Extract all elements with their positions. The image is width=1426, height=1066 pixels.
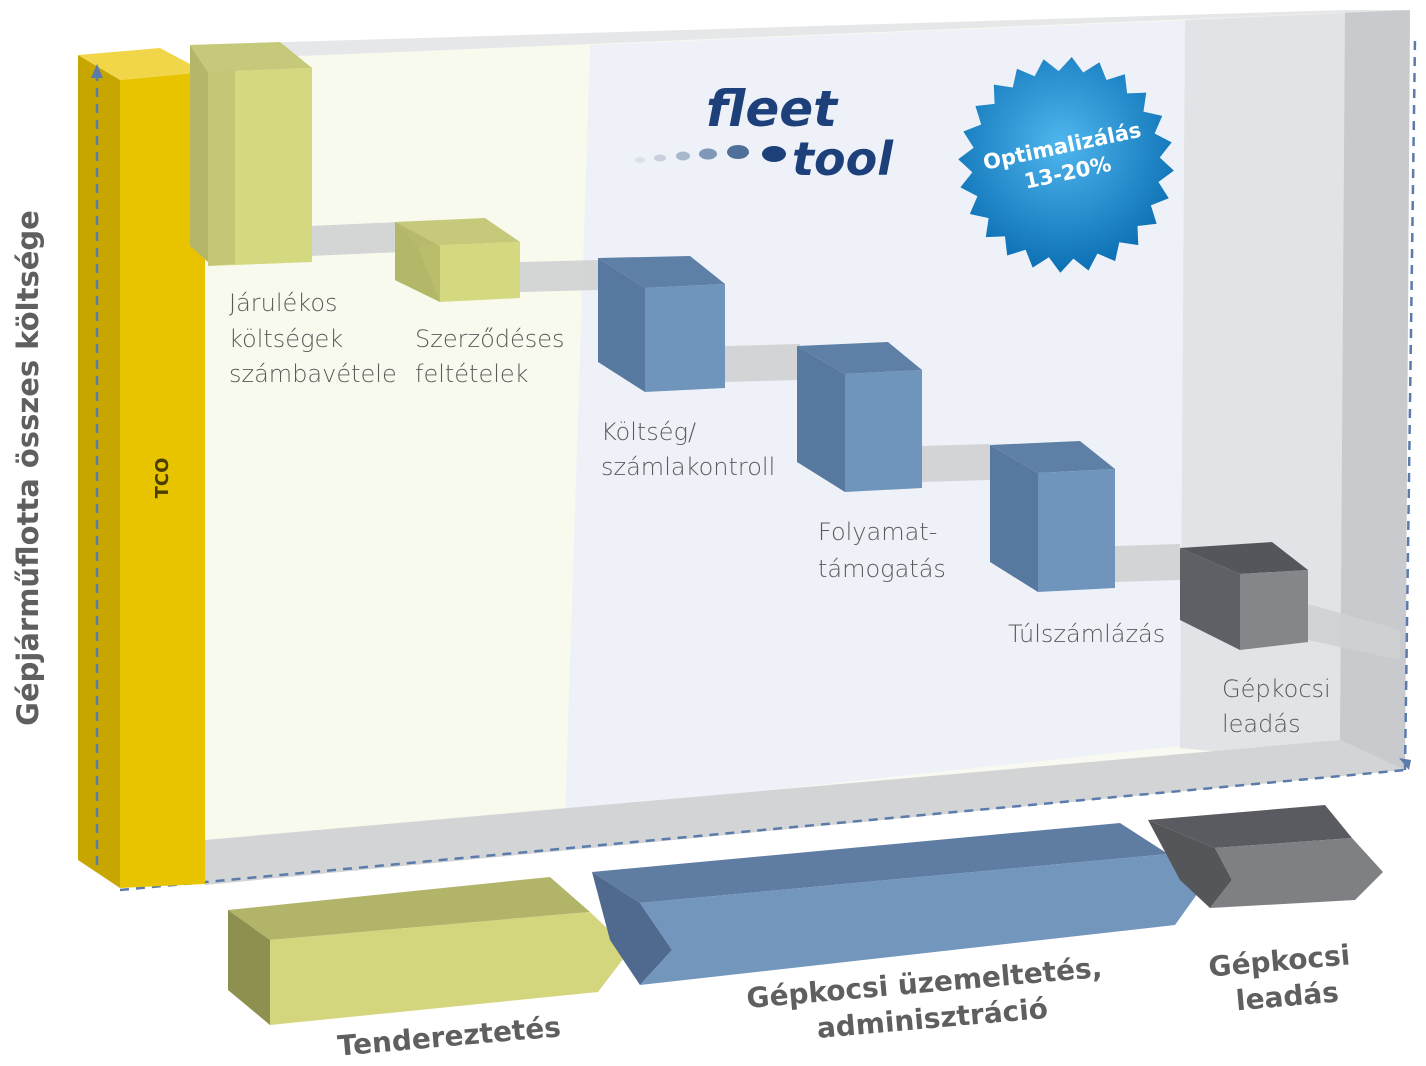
phase-arrow-operation: [592, 823, 1200, 985]
step-label-4: Folyamat- támogatás: [818, 518, 946, 583]
optimization-badge: Optimalizálás 13-20%: [958, 57, 1174, 273]
tco-bar: [78, 48, 205, 888]
step-cube-3: [598, 256, 725, 392]
phase-arrow-return: [1148, 805, 1383, 908]
frame: [119, 10, 1417, 892]
step-label-2: Szerződéses feltételek: [415, 325, 572, 388]
floor: [205, 740, 1405, 885]
tco-label: TCO: [152, 458, 173, 499]
right-wall: [1340, 10, 1410, 770]
step-label-6: Gépkocsi leadás: [1222, 675, 1338, 738]
badge-starburst: [958, 57, 1174, 273]
step-label-5: Túlszámlázás: [1008, 620, 1165, 648]
step-label-3: Költség/ számlakontroll: [601, 418, 775, 481]
y-axis-label: Gépjárműflotta összes költsége: [11, 210, 45, 726]
step-cube-5: [990, 441, 1115, 592]
step-cube-2: [395, 218, 520, 302]
step-cube-6: [1180, 542, 1308, 650]
phase-arrow-tender: [228, 877, 630, 1025]
step-cube-1: [190, 42, 312, 266]
fleettool-logo: fleet tool: [635, 80, 894, 186]
step-connectors: [310, 222, 1400, 660]
step-cube-4: [797, 342, 922, 492]
logo-top: fleet: [706, 80, 839, 138]
step-label-1: Járulékos költségek számbavétele: [229, 289, 397, 388]
logo-bottom: tool: [792, 132, 894, 186]
phase-label-tender: Tendereztetés: [336, 1010, 562, 1062]
logo-dots-icon: [635, 145, 786, 163]
phase-label-return: Gépkocsi leadás: [1207, 937, 1364, 1019]
